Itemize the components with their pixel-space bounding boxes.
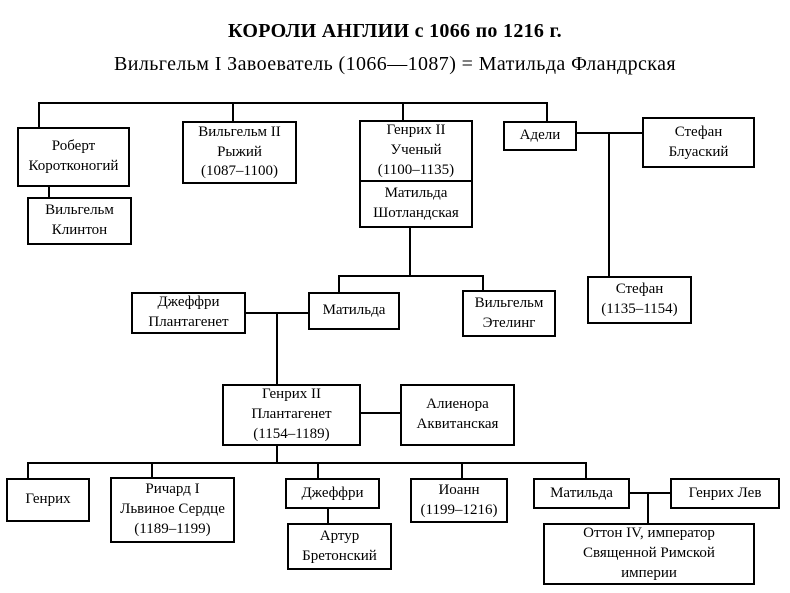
edge-gen1-bus	[38, 102, 548, 104]
node-label: Роберт	[51, 138, 96, 155]
node-label: Матильда	[384, 185, 448, 202]
node-label: Коротконогий	[28, 158, 119, 174]
node-henry-scholar: Генрих II Ученый (1100–1135)	[359, 120, 473, 182]
node-matilda-scotland: Матильда Шотландская	[359, 180, 473, 228]
node-stephen-blois: Стефан Блуаский	[642, 117, 755, 168]
edge-to-richard1	[151, 462, 153, 479]
node-label: (1154–1189)	[253, 425, 330, 442]
edge-to-matilda-empress	[338, 275, 340, 294]
node-john-lackland: Иоанн (1199–1216)	[410, 478, 508, 523]
node-eleanor-aquitaine: Алиенора Аквитанская	[400, 384, 515, 446]
node-richard1-lionheart: Ричард I Львиное Сердце (1189–1199)	[110, 477, 235, 543]
node-label: Ученый	[390, 142, 442, 159]
edge-geoffrey-arthur	[327, 508, 329, 525]
node-label: Генрих	[25, 491, 71, 508]
node-robert-korotkonogiy: Роберт Коротконогий	[17, 127, 130, 187]
edge-matilda-lion-marriage	[629, 492, 671, 494]
node-label: Стефан	[615, 281, 664, 298]
node-wilhelm-atheling: Вильгельм Этелинг	[462, 290, 556, 337]
node-label: Ричард I	[145, 481, 200, 498]
node-label: империи	[621, 564, 677, 581]
diagram-subtitle: Вильгельм I Завоеватель (1066—1087) = Ма…	[113, 53, 676, 75]
node-label: Оттон IV, император	[583, 525, 715, 542]
edge-gen2-bus	[338, 275, 484, 277]
node-label: Шотландская	[373, 205, 459, 221]
node-label: (1100–1135)	[377, 161, 455, 178]
edge-henry-scholar-children	[409, 227, 411, 277]
edge-to-wilhelm2	[232, 102, 234, 123]
node-label: Аквитанская	[416, 416, 499, 432]
node-otto4-emperor: Оттон IV, император Священной Римской им…	[543, 523, 755, 585]
edge-to-robert	[38, 102, 40, 129]
edge-to-adela	[546, 102, 548, 123]
node-label: Этелинг	[482, 314, 536, 331]
edge-to-matilda-daughter	[585, 462, 587, 480]
edge-henry2-eleanor-marriage	[360, 412, 401, 414]
node-label: Львиное Сердце	[120, 501, 225, 518]
node-label: Бретонский	[302, 547, 377, 564]
edge-to-henry2	[276, 312, 278, 386]
edge-to-otto4	[647, 492, 649, 525]
node-arthur-brittany: Артур Бретонский	[287, 523, 392, 570]
node-label: Иоанн	[438, 481, 480, 498]
node-henry-lion: Генрих Лев	[670, 478, 780, 509]
node-label: Генрих II	[262, 386, 321, 403]
node-matilda-daughter: Матильда	[533, 478, 630, 509]
node-label: Джеффри	[301, 484, 364, 501]
node-henry2-plantagenet: Генрих II Плантагенет (1154–1189)	[222, 384, 361, 446]
node-label: (1135–1154)	[601, 301, 678, 317]
edge-to-wilhelm-atheling	[482, 275, 484, 292]
node-label: Генрих Лев	[688, 484, 762, 501]
node-label: Вильгельм II	[198, 123, 281, 140]
edge-gen3-bus	[27, 462, 587, 464]
node-label: Матильда	[550, 484, 613, 501]
edge-to-henry-scholar	[402, 102, 404, 122]
node-label: Генрих II	[386, 122, 446, 139]
node-label: (1199–1216)	[420, 501, 498, 518]
node-label: (1087–1100)	[201, 163, 278, 180]
node-stephen-king: Стефан (1135–1154)	[587, 276, 692, 324]
node-label: Артур	[319, 527, 360, 544]
node-label: Вильгельм	[45, 202, 114, 219]
edge-henry2-children	[276, 445, 278, 464]
node-label: Адели	[519, 127, 561, 144]
node-wilhelm-clinton: Вильгельм Клинтон	[27, 197, 132, 245]
node-label: Клинтон	[51, 222, 108, 238]
node-label: Матильда	[322, 302, 386, 319]
node-label: Алиенора	[426, 396, 489, 413]
edge-to-john	[461, 462, 463, 480]
node-geoffrey-plantagenet: Джеффри Плантагенет	[131, 292, 246, 334]
node-label: Рыжий	[217, 143, 262, 160]
node-matilda-empress: Матильда	[308, 292, 400, 330]
node-wilhelm2-rufus: Вильгельм II Рыжий (1087–1100)	[182, 121, 297, 184]
node-henry-young: Генрих	[6, 478, 90, 522]
node-label: Джеффри	[157, 294, 220, 311]
edge-to-geoffrey	[317, 462, 319, 480]
node-label: (1189–1199)	[134, 520, 211, 537]
edge-to-stephen-king	[608, 132, 610, 278]
node-geoffrey: Джеффри	[285, 478, 380, 509]
node-adela: Адели	[503, 121, 577, 151]
node-label: Блуаский	[668, 143, 729, 160]
edge-to-henry-young	[27, 462, 29, 480]
node-label: Плантагенет	[148, 314, 229, 330]
node-label: Стефан	[674, 123, 723, 140]
node-label: Плантагенет	[251, 406, 332, 423]
node-label: Вильгельм	[474, 294, 544, 311]
diagram-title: КОРОЛИ АНГЛИИ с 1066 по 1216 г.	[228, 20, 562, 42]
edge-robert-clinton	[48, 186, 50, 199]
node-label: Священной Римской	[583, 545, 715, 562]
